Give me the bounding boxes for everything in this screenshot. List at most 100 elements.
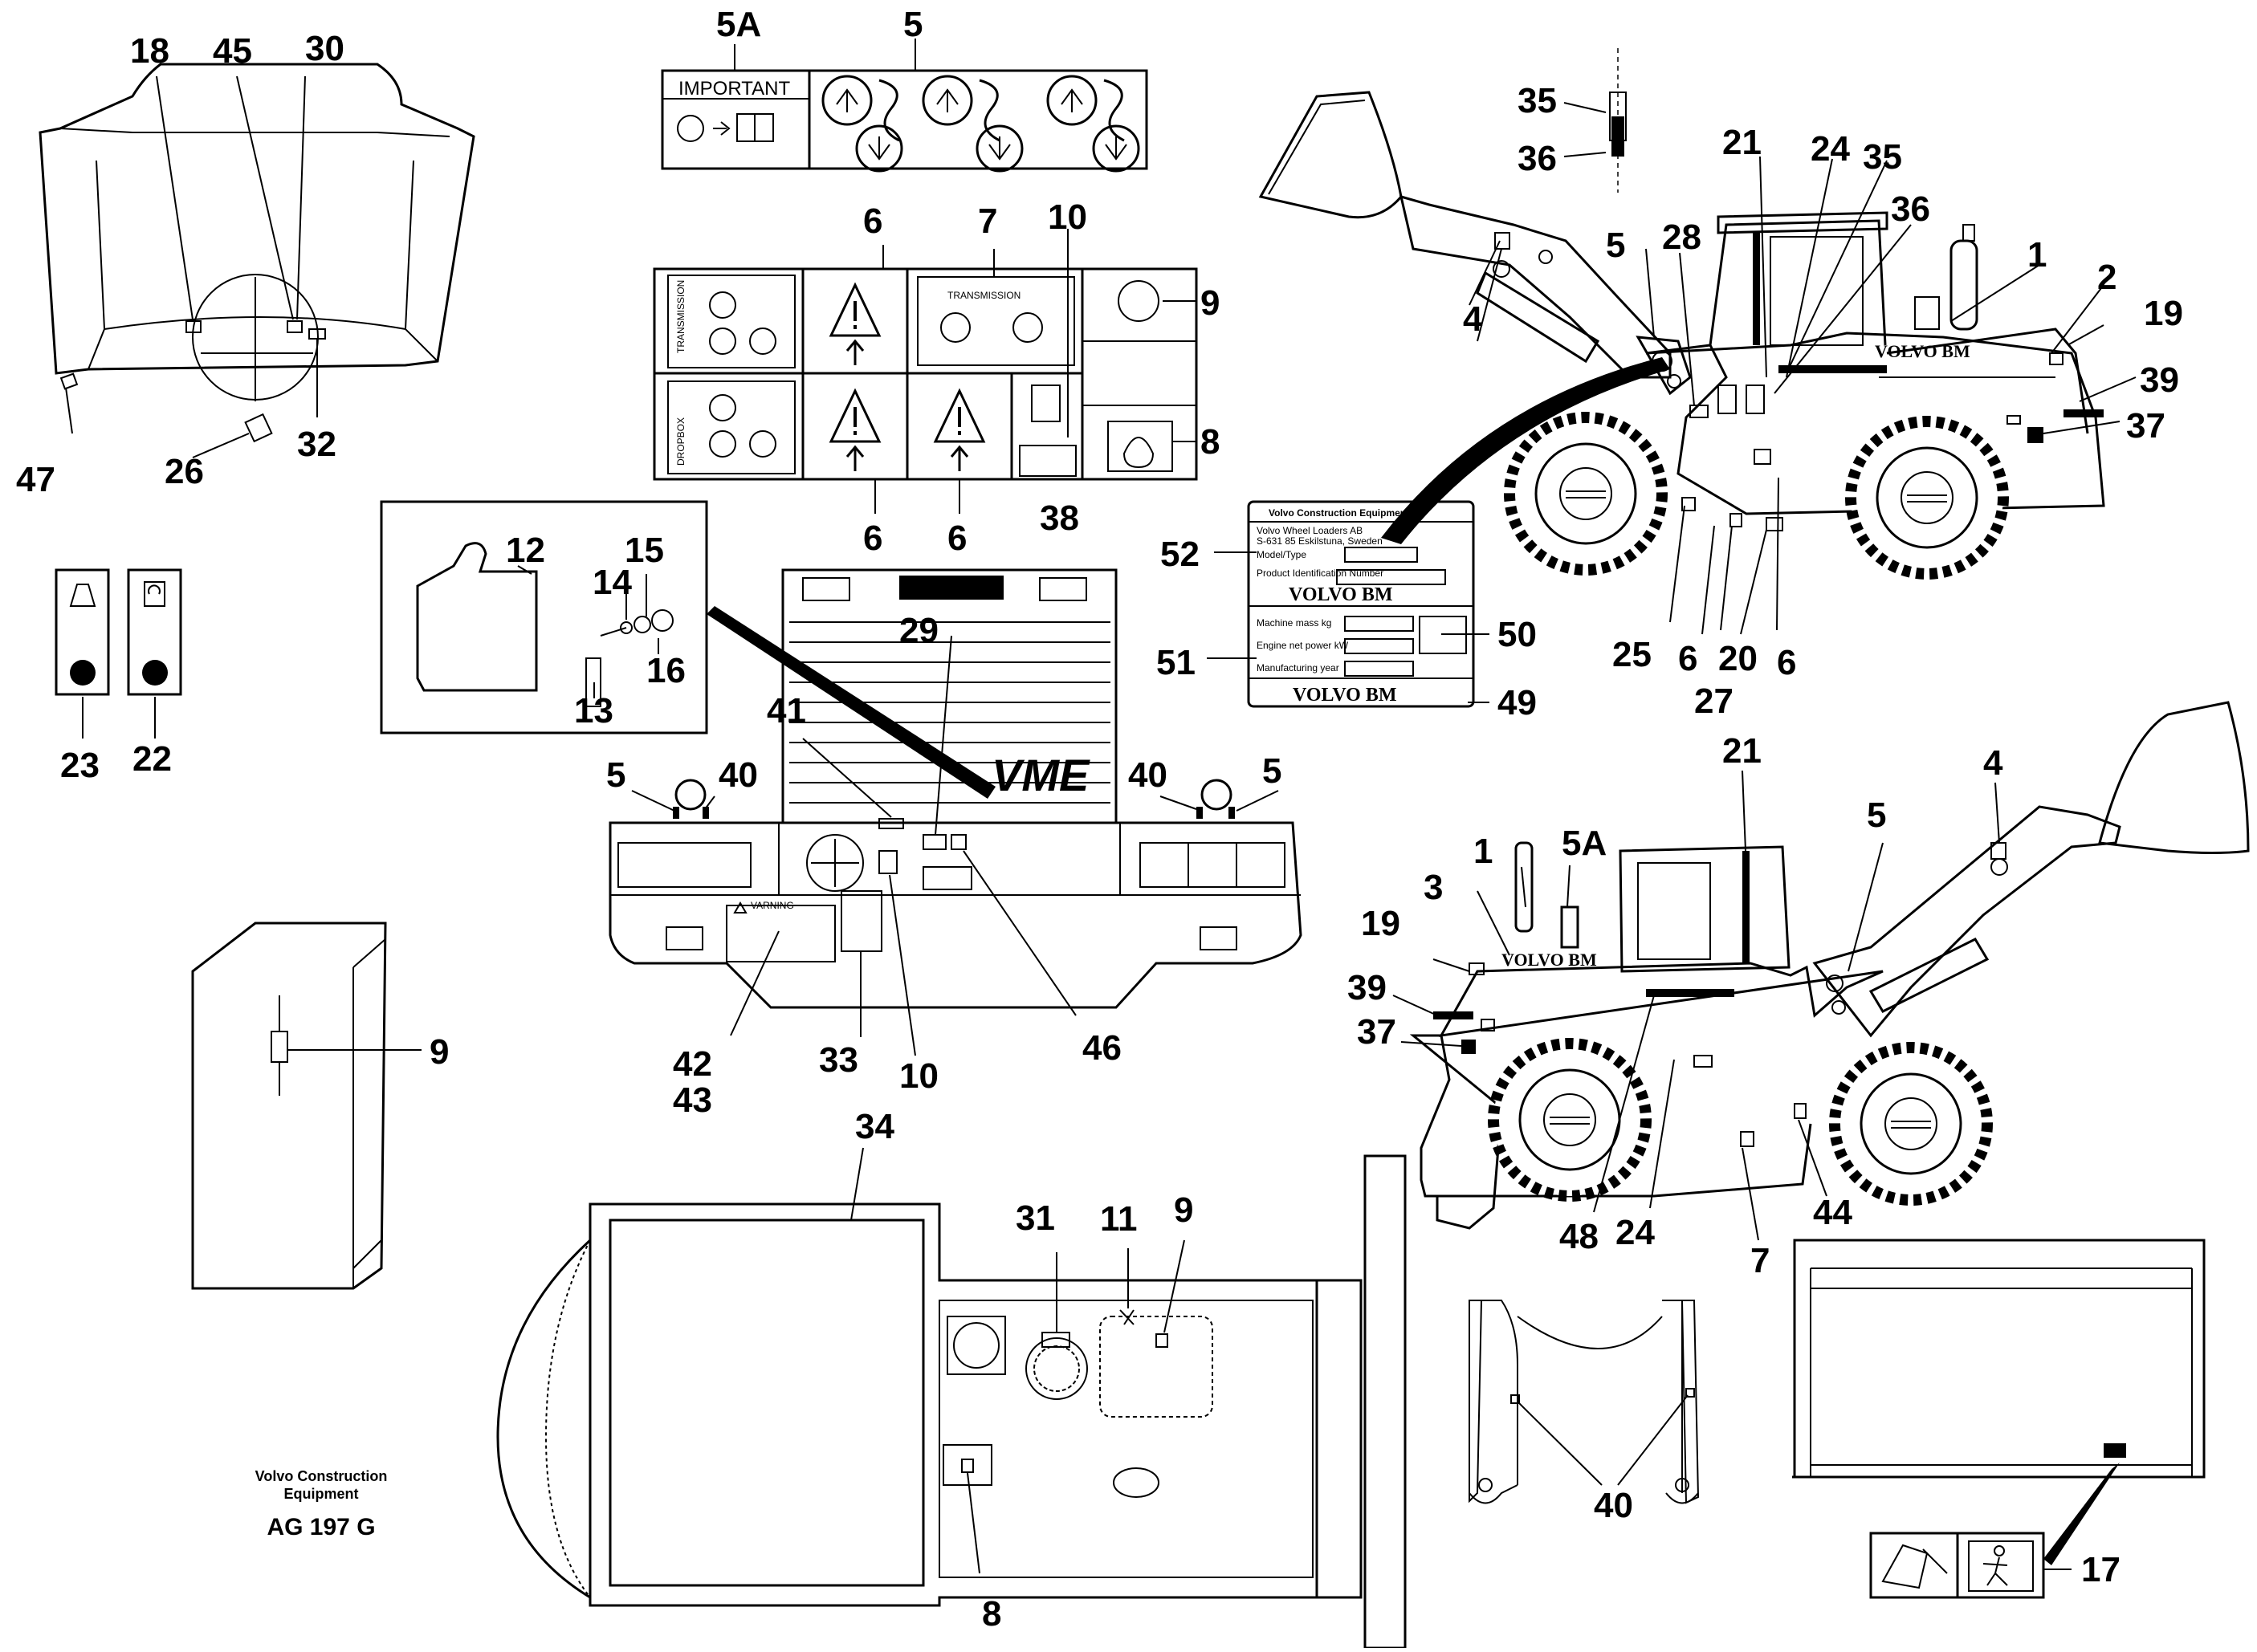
callout-40-left: 40 <box>719 755 758 795</box>
callout-44: 44 <box>1813 1193 1852 1232</box>
callout-39b: 39 <box>1347 968 1387 1007</box>
reflector-detail <box>380 500 996 799</box>
callout-8b: 8 <box>982 1594 1001 1634</box>
callout-27: 27 <box>1694 682 1733 721</box>
callout-5-right: 5 <box>1262 751 1281 791</box>
callout-33: 33 <box>819 1040 858 1080</box>
callout-7b: 7 <box>1750 1241 1770 1280</box>
footer-org-line1: Volvo Construction <box>255 1468 388 1484</box>
brand-loader-1: VOLVO BM <box>1875 341 1970 361</box>
plate-year-label: Manufacturing year <box>1257 662 1339 673</box>
callout-10a: 10 <box>1048 197 1087 237</box>
callout-9b: 9 <box>430 1032 449 1072</box>
callout-50: 50 <box>1497 615 1537 654</box>
callout-51: 51 <box>1156 643 1196 682</box>
switch-decals <box>55 568 182 739</box>
callout-52: 52 <box>1160 535 1200 574</box>
callout-38: 38 <box>1040 498 1079 538</box>
callout-6e: 6 <box>1777 643 1796 682</box>
emergency-exit-window <box>1792 1239 2206 1599</box>
rear-wheel-2 <box>1829 1042 1993 1206</box>
plate-brand-bottom: VOLVO BM <box>1293 685 1397 706</box>
plate-mass-label: Machine mass kg <box>1257 617 1331 629</box>
callout-11: 11 <box>1100 1199 1138 1239</box>
callout-37a: 37 <box>2126 406 2165 446</box>
footer-block: Volvo Construction Equipment AG 197 G <box>255 1468 388 1540</box>
callout-24b: 24 <box>1615 1213 1655 1252</box>
callout-16: 16 <box>646 651 686 690</box>
frame-detail <box>1469 1300 1700 1504</box>
vme-logo: VME <box>992 750 1090 800</box>
callout-35a: 35 <box>1518 81 1557 120</box>
plate-header: Volvo Construction Equipment <box>1269 507 1409 519</box>
callout-20: 20 <box>1718 639 1758 678</box>
callout-30: 30 <box>305 29 344 68</box>
cab-door-view <box>191 922 422 1290</box>
callout-19a: 19 <box>2144 294 2183 333</box>
rear-grille-view: VME VARNING <box>609 568 1302 1056</box>
callout-41: 41 <box>767 691 806 730</box>
callout-26: 26 <box>165 452 204 491</box>
callout-5-top: 5 <box>903 5 923 44</box>
callout-19b: 19 <box>1361 904 1400 943</box>
callout-49: 49 <box>1497 683 1537 722</box>
service-decal-grid: TRANSMISSION DROPBOX TRANSMISSION <box>653 229 1198 514</box>
callout-7: 7 <box>978 201 997 241</box>
callout-46: 46 <box>1082 1028 1122 1068</box>
callout-15: 15 <box>625 531 664 570</box>
callout-29: 29 <box>899 611 939 650</box>
lifting-eyes-rear <box>673 779 1235 819</box>
front-wheel-1 <box>1504 412 1668 576</box>
callout-43: 43 <box>673 1080 712 1120</box>
callout-21b: 21 <box>1722 731 1762 771</box>
callout-42: 42 <box>673 1044 712 1084</box>
transmission-side-text: TRANSMISSION <box>675 280 686 353</box>
transmission-top-text: TRANSMISSION <box>947 290 1021 301</box>
callout-4a: 4 <box>1463 299 1483 339</box>
plate-power-label: Engine net power kW <box>1257 640 1349 651</box>
warning-decal-text: VARNING <box>751 900 794 911</box>
callout-37b: 37 <box>1357 1012 1396 1052</box>
callout-5A-b: 5A <box>1562 824 1607 863</box>
dropbox-text: DROPBOX <box>675 417 686 466</box>
callout-47: 47 <box>16 460 55 499</box>
callout-12: 12 <box>506 531 545 570</box>
plate-brand-top: VOLVO BM <box>1289 584 1393 605</box>
callout-39a: 39 <box>2140 360 2179 400</box>
engine-compartment-top-view <box>496 1147 1407 1650</box>
footer-drawing-id: AG 197 G <box>267 1514 375 1540</box>
plate-address: S-631 85 Eskilstuna, Sweden <box>1257 535 1383 547</box>
lifting-decal-strip: IMPORTANT <box>661 39 1148 173</box>
callout-13: 13 <box>574 691 613 730</box>
callout-18: 18 <box>130 31 169 71</box>
callout-28: 28 <box>1662 218 1701 257</box>
callout-17: 17 <box>2081 1550 2121 1589</box>
callout-14: 14 <box>593 563 632 602</box>
callout-2: 2 <box>2097 258 2116 297</box>
plate-model-label: Model/Type <box>1257 549 1306 560</box>
callout-40-right: 40 <box>1128 755 1167 795</box>
callout-4b: 4 <box>1983 743 2003 783</box>
callout-5-mid: 5 <box>1606 226 1625 265</box>
engine-hood-view <box>39 63 475 458</box>
callout-32: 32 <box>297 425 336 464</box>
callout-23: 23 <box>60 746 100 785</box>
plate-company: Volvo Wheel Loaders AB <box>1257 525 1363 536</box>
callout-45: 45 <box>213 31 252 71</box>
callout-25: 25 <box>1612 635 1652 674</box>
callout-36a: 36 <box>1518 139 1557 178</box>
identification-plate: Volvo Construction Equipment Volvo Wheel… <box>1207 500 1489 708</box>
wheel-loader-right-view: VOLVO BM <box>1258 48 2137 635</box>
callout-5-n: 5 <box>1867 795 1886 835</box>
callout-21a: 21 <box>1722 123 1762 162</box>
rear-wheel-1 <box>1845 416 2009 580</box>
callout-22: 22 <box>132 739 172 779</box>
callout-31: 31 <box>1016 1198 1055 1238</box>
callout-6d: 6 <box>1678 639 1697 678</box>
brand-loader-2: VOLVO BM <box>1501 950 1597 970</box>
callout-5-left: 5 <box>606 755 625 795</box>
callout-48: 48 <box>1559 1217 1599 1256</box>
front-wheel-2 <box>1488 1038 1652 1202</box>
